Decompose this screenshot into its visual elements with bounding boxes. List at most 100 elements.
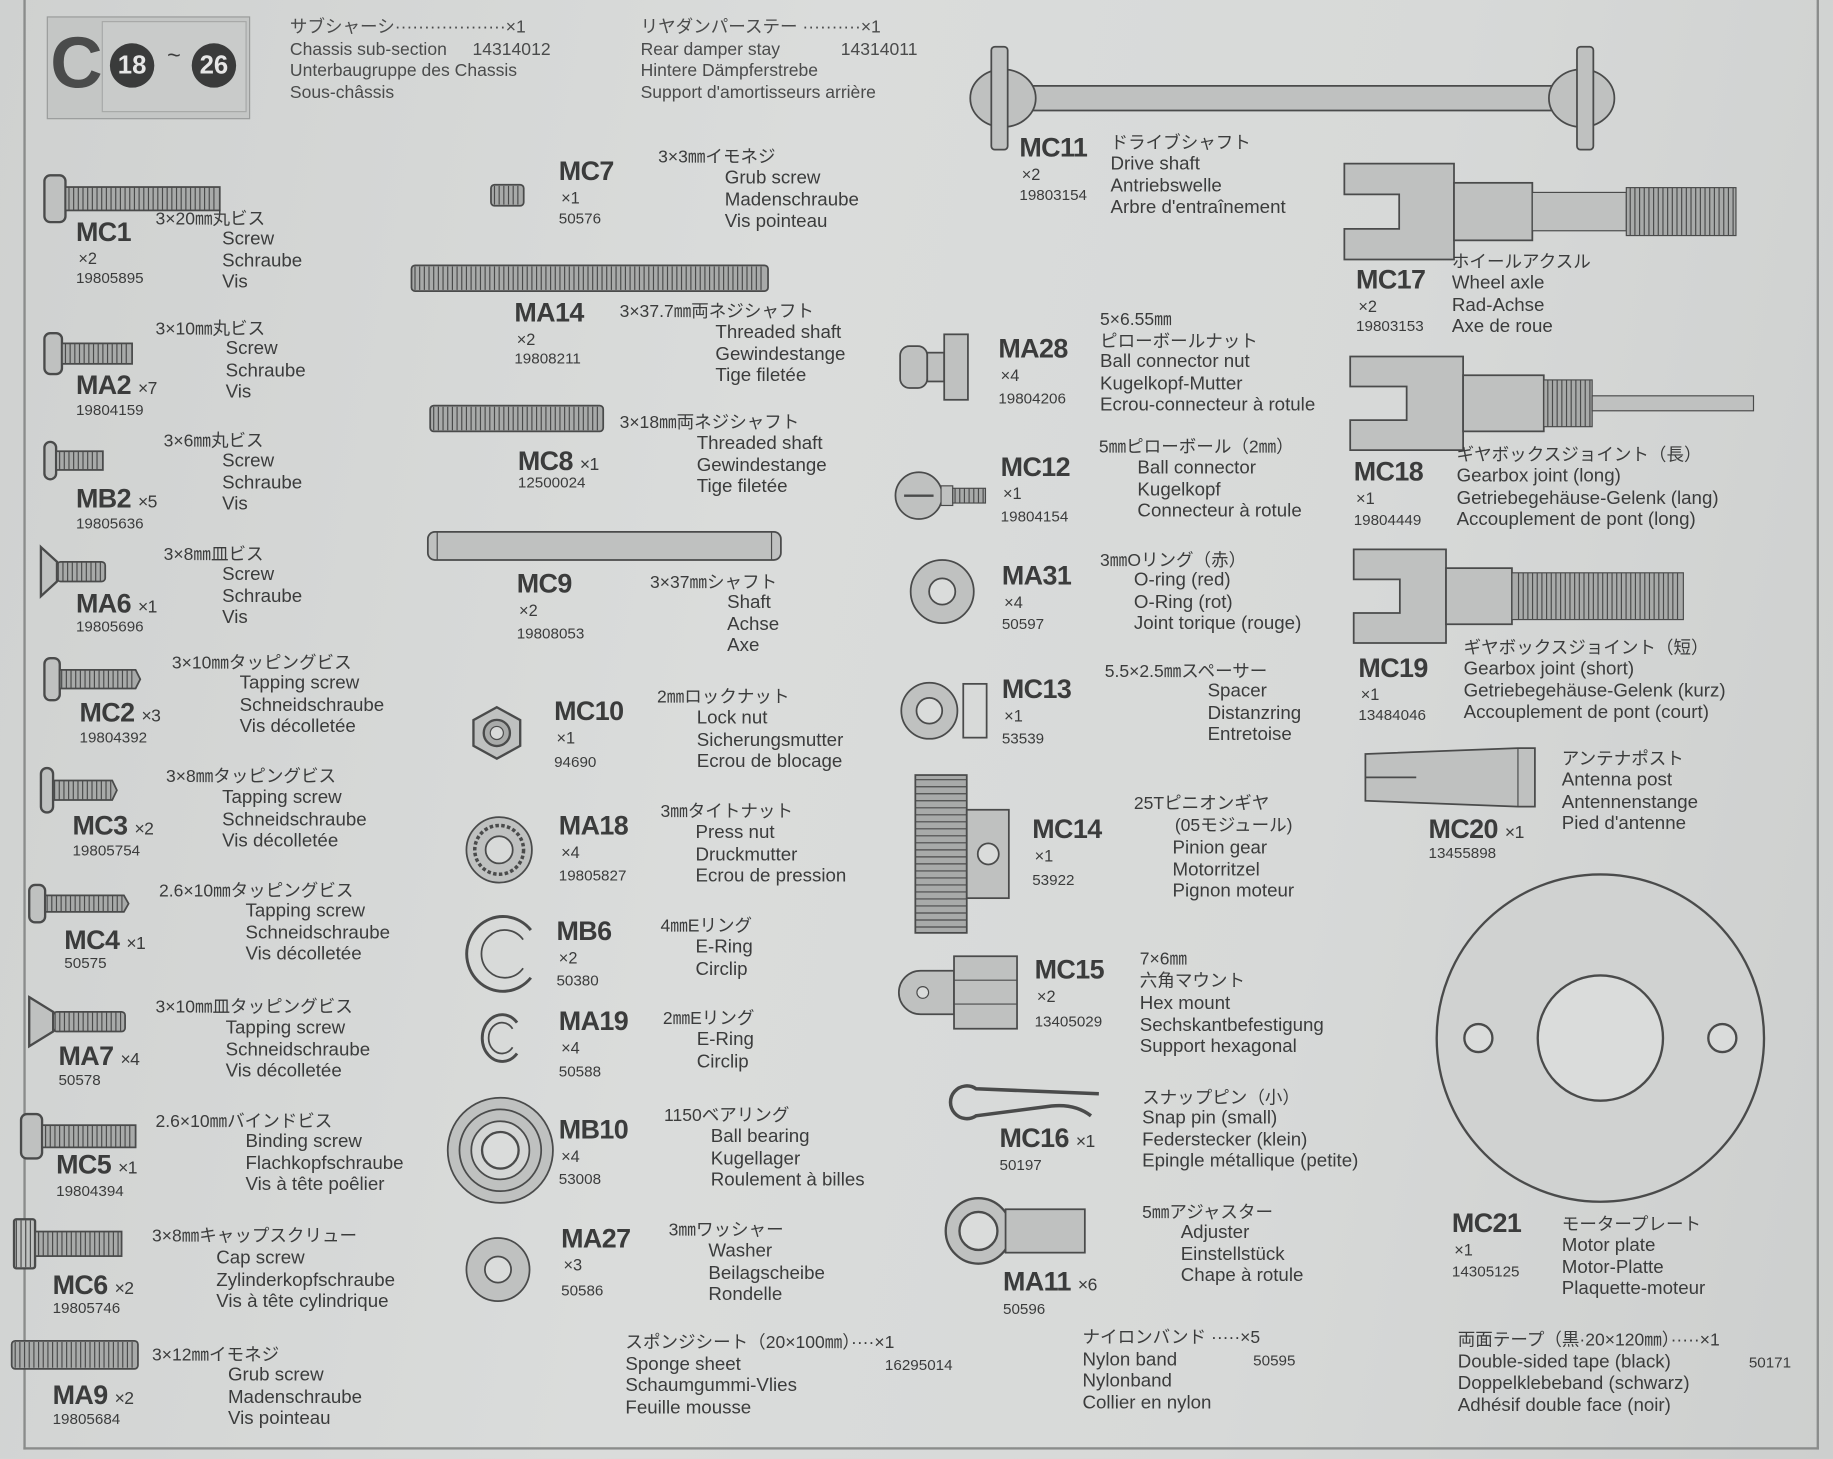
header-item-code: 14314012 (472, 39, 551, 60)
part-name-fr: Epingle métallique (petite) (1142, 1151, 1359, 1172)
part-quantity: ×1 (1360, 685, 1380, 704)
step-letter: C (50, 23, 103, 105)
part-id-text: MC15 (1034, 953, 1105, 985)
part-name-en: Screw (222, 229, 275, 249)
part-name-fr: Vis décolletée (239, 716, 356, 737)
threaded-shaft-icon (429, 404, 605, 433)
part-quantity: ×6 (1077, 1275, 1097, 1296)
part-name-jp: 5㎜ピローボール（2㎜） (1098, 437, 1294, 458)
part-name-fr: Axe (727, 636, 760, 657)
page-border-left (23, 0, 26, 1450)
part-name-de: Kugelkopf (1137, 479, 1221, 500)
part-name-jp: 六角マウント (1139, 971, 1246, 992)
part-id-text: MC5 (56, 1149, 112, 1180)
part-name-de: Schraube (225, 360, 306, 381)
part-name-fr: Vis (222, 272, 248, 293)
part-id-text: MC21 (1451, 1207, 1522, 1238)
part-name-jp: 3×6㎜丸ビス (163, 431, 264, 452)
part-code: 50578 (58, 1070, 101, 1089)
part-name-jp: 3×37㎜シャフト (649, 572, 778, 593)
part-quantity: ×1 (118, 1158, 137, 1179)
part-size: 7×6㎜ (1139, 949, 1188, 970)
o-ring-icon (909, 559, 975, 624)
part-name-en: Motor plate (1561, 1235, 1656, 1256)
pan-screw-icon (43, 174, 221, 224)
part-name-jp: 3×8㎜タッピングビス (165, 766, 337, 787)
part-name-de: Antennenstange (1561, 792, 1699, 812)
part-name-de: Kugellager (710, 1148, 801, 1169)
part-description: O-ring (red)O-Ring (rot)Joint torique (r… (1134, 570, 1301, 635)
part-code: 19804392 (79, 728, 148, 746)
part-name-en: Press nut (695, 822, 775, 843)
part-quantity: ×4 (561, 842, 580, 862)
part-code: 50197 (999, 1156, 1042, 1174)
part-name-de: Beilagscheibe (708, 1263, 825, 1284)
part-id: MC3×2 (72, 810, 153, 842)
part-id: MC21 (1451, 1207, 1522, 1240)
part-id-text: MC2 (79, 696, 135, 728)
part-code: 19808211 (514, 349, 581, 368)
part-name-fr: Connecteur à rotule (1137, 501, 1302, 522)
part-id: MA7×4 (58, 1040, 139, 1072)
extra-en: Sponge sheet (625, 1354, 741, 1375)
part-name-de: Schraube (222, 250, 303, 271)
part-name-en: Gearbox joint (long) (1456, 466, 1621, 487)
tapping-screw-icon (28, 883, 130, 924)
part-quantity: ×3 (141, 706, 161, 726)
part-id-text: MC14 (1032, 813, 1102, 845)
part-name-de: Flachkopfschraube (245, 1153, 404, 1174)
part-id: MB6 (556, 915, 612, 947)
part-id-text: MC1 (75, 216, 132, 247)
wheel-axle-icon (1343, 162, 1737, 261)
part-code: 53539 (1001, 729, 1045, 747)
part-quantity: ×2 (558, 948, 578, 967)
part-id: MC15 (1034, 953, 1105, 986)
part-name-jp: 5㎜アジャスター (1142, 1202, 1274, 1223)
part-quantity: ×1 (126, 934, 146, 954)
part-id-text: MC12 (1000, 451, 1071, 482)
part-name-jp: 3×10㎜丸ビス (155, 319, 266, 340)
header-item-de: Unterbaugruppe des Chassis (289, 61, 518, 81)
part-name-fr: Vis à tête cylindrique (216, 1291, 389, 1312)
part-name-jp: 3×37.7㎜両ネジシャフト (619, 301, 814, 322)
part-id-text: MA28 (998, 333, 1068, 364)
part-id: MC10 (554, 696, 624, 728)
part-name-de: Getriebegehäuse-Gelenk (kurz) (1463, 681, 1726, 701)
extra-en: Nylon band (1082, 1349, 1178, 1370)
part-id: MC7 (559, 155, 615, 187)
part-name-jp-note: (05モジュール) (1174, 815, 1293, 836)
part-id: MC18 (1354, 456, 1424, 488)
part-quantity: ×7 (138, 378, 157, 399)
part-id-text: MA14 (514, 296, 584, 328)
grub-screw-icon (10, 1339, 139, 1370)
part-code: 53922 (1032, 870, 1075, 889)
part-name-de: Rad-Achse (1451, 295, 1545, 316)
part-id: MC1 (75, 216, 132, 248)
part-name-en: Tapping screw (239, 673, 360, 694)
part-name-de: Achse (727, 614, 780, 635)
part-name-jp: 1150ベアリング (663, 1105, 790, 1126)
part-quantity: ×1 (1004, 706, 1023, 725)
part-name-jp: 3×10㎜皿タッピングビス (155, 997, 353, 1018)
part-quantity: ×1 (1504, 822, 1524, 843)
part-name-de: Schraube (222, 472, 303, 493)
part-description: Gearbox joint (short)Getriebegehäuse-Gel… (1464, 659, 1726, 724)
part-id: MC20×1 (1429, 814, 1525, 846)
part-id: MA9×2 (53, 1379, 134, 1411)
part-name-de: Gewindestange (696, 455, 827, 476)
part-name-jp: ピローボールナット (1100, 331, 1258, 352)
extra-de: Schaumgummi-Vlies (625, 1376, 797, 1397)
part-name-en: Antenna post (1561, 770, 1673, 791)
part-code: 19804206 (998, 389, 1066, 407)
